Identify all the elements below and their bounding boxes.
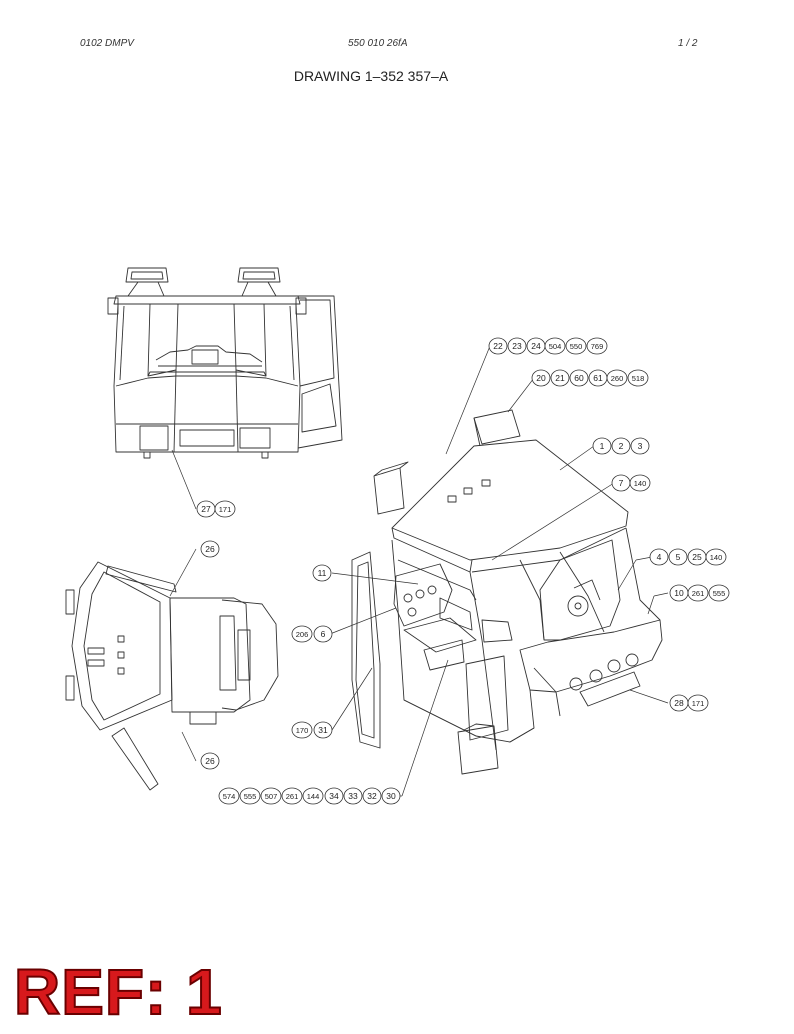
callout-label: 144	[307, 792, 320, 801]
callout-label: 26	[205, 756, 215, 766]
callout-bubble: 22	[488, 337, 508, 355]
callout-bubble: 140	[629, 474, 651, 492]
callout-label: 33	[348, 791, 358, 801]
callout-label: 170	[296, 726, 309, 735]
callout-label: 261	[286, 792, 299, 801]
drawing-title: DRAWING 1–352 357–A	[293, 68, 449, 84]
callout-label: 769	[591, 342, 604, 351]
callout-bubble: 260	[606, 369, 628, 387]
callout-bubble: 20	[531, 369, 551, 387]
callout-label: 206	[296, 630, 309, 639]
cab-front-view	[107, 267, 343, 459]
callout-label: 555	[713, 589, 726, 598]
callout-label: 261	[692, 589, 705, 598]
callout-label: 34	[329, 791, 339, 801]
callout-bubble: 6	[313, 625, 333, 643]
callout-label: 21	[555, 373, 565, 383]
callout-bubble: 206	[291, 625, 313, 643]
callout-bubble: 26	[200, 752, 220, 770]
callout-bubble: 555	[239, 787, 261, 805]
callout-label: 550	[570, 342, 583, 351]
cab-top-view	[65, 561, 279, 791]
callout-bubble: 26	[200, 540, 220, 558]
callout-bubble: 550	[565, 337, 587, 355]
callout-bubble: 11	[312, 564, 332, 582]
callout-bubble: 170	[291, 721, 313, 739]
callout-bubble: 32	[362, 787, 382, 805]
ref-label: REF: 1	[13, 956, 223, 1028]
callout-label: 504	[549, 342, 562, 351]
callout-bubble: 555	[708, 584, 730, 602]
callout-bubble: 30	[381, 787, 401, 805]
callout-bubble: 21	[550, 369, 570, 387]
callout-label: 5	[676, 552, 681, 562]
leader-lines	[169, 345, 669, 797]
callout-bubble: 3	[630, 437, 650, 455]
callout-bubble: 10	[669, 584, 689, 602]
callout-bubble: 504	[544, 337, 566, 355]
callout-label: 3	[638, 441, 643, 451]
callout-label: 28	[674, 698, 684, 708]
callout-label: 24	[531, 341, 541, 351]
callout-label: 26	[205, 544, 215, 554]
callout-bubble: 171	[214, 500, 236, 518]
callout-bubble: 171	[687, 694, 709, 712]
callout-bubble: 144	[302, 787, 324, 805]
callout-label: 60	[574, 373, 584, 383]
callout-label: 171	[692, 699, 705, 708]
callout-bubble: 1	[592, 437, 612, 455]
header-part-number: 550 010 26fA	[348, 38, 408, 49]
callout-bubble: 261	[281, 787, 303, 805]
callout-bubble: 5	[668, 548, 688, 566]
callout-label: 4	[657, 552, 662, 562]
header-doc-code: 0102 DMPV	[80, 38, 134, 49]
callout-label: 7	[619, 478, 624, 488]
callout-bubble: 23	[507, 337, 527, 355]
callout-bubble: 25	[687, 548, 707, 566]
callout-label: 140	[710, 553, 723, 562]
callout-label: 22	[493, 341, 503, 351]
callout-bubble: 518	[627, 369, 649, 387]
callout-bubble: 140	[705, 548, 727, 566]
callout-bubble: 2	[611, 437, 631, 455]
header-page-number: 1 / 2	[678, 38, 698, 49]
callout-label: 6	[321, 629, 326, 639]
callout-label: 574	[223, 792, 236, 801]
callout-label: 32	[367, 791, 377, 801]
callout-bubble: 61	[588, 369, 608, 387]
callout-bubble: 27	[196, 500, 216, 518]
callout-bubble: 33	[343, 787, 363, 805]
callout-label: 171	[219, 505, 232, 514]
callout-label: 30	[386, 791, 396, 801]
callout-bubble: 31	[313, 721, 333, 739]
cab-isometric-view	[351, 409, 663, 775]
callout-label: 27	[201, 504, 211, 514]
callout-bubble: 261	[687, 584, 709, 602]
callout-label: 25	[692, 552, 702, 562]
callout-bubble: 7	[611, 474, 631, 492]
callout-label: 2	[619, 441, 624, 451]
callout-label: 23	[512, 341, 522, 351]
callout-bubble: 34	[324, 787, 344, 805]
callout-label: 20	[536, 373, 546, 383]
callout-label: 507	[265, 792, 278, 801]
callout-label: 11	[318, 568, 327, 578]
callout-label: 10	[674, 588, 684, 598]
callout-bubble: 4	[649, 548, 669, 566]
callout-bubble: 769	[586, 337, 608, 355]
callout-label: 1	[600, 441, 605, 451]
callout-label: 260	[611, 374, 624, 383]
callout-label: 555	[244, 792, 257, 801]
callout-bubble: 60	[569, 369, 589, 387]
callout-bubble: 574	[218, 787, 240, 805]
callout-label: 518	[632, 374, 645, 383]
callout-bubble: 507	[260, 787, 282, 805]
callout-label: 31	[318, 725, 328, 735]
callout-label: 140	[634, 479, 647, 488]
callout-bubble: 24	[526, 337, 546, 355]
callout-label: 61	[593, 373, 603, 383]
callout-bubble: 28	[669, 694, 689, 712]
